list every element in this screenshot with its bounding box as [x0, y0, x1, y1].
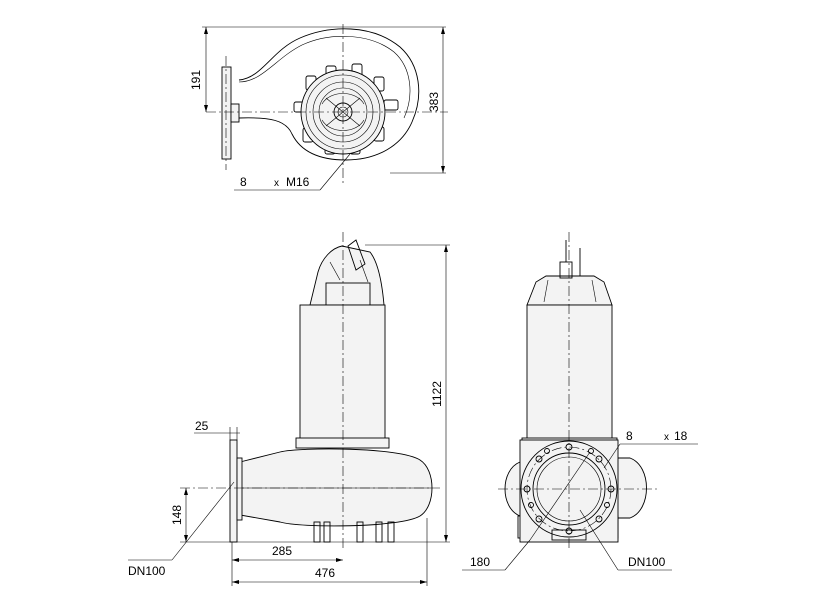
bolt-hole: [604, 502, 610, 508]
top-cable-guide: [321, 93, 365, 131]
front-housing-right: [611, 457, 647, 519]
front-cone-rib: [591, 279, 597, 303]
side-discharge-flange: [229, 439, 238, 543]
side-pump-housing: [239, 448, 433, 527]
foot: [387, 521, 395, 543]
foot: [375, 521, 383, 543]
hole-times-label: x: [664, 432, 669, 443]
side-cone-rib: [329, 261, 341, 281]
pcd-label: 180: [470, 555, 490, 569]
front-flange-label: DN100: [628, 555, 666, 569]
dim-476-label: 476: [315, 566, 335, 580]
side-cable-entry: [347, 239, 366, 271]
front-dn100-slant: [579, 509, 619, 571]
pcd-leader: [504, 539, 531, 571]
dim-285-label: 285: [272, 544, 292, 558]
bolt-hole: [535, 515, 543, 523]
front-view: 180 8 x 18 DN100: [462, 232, 698, 571]
bolt-thread-label: M16: [286, 175, 310, 189]
top-view: 191 383 8 x M16: [189, 24, 448, 191]
bolt-hole: [588, 448, 594, 454]
side-cone-rib: [359, 259, 369, 283]
side-view: 1122 25 148 285 476 DN100: [128, 232, 450, 586]
lug: [383, 99, 399, 111]
front-cone-rib: [543, 279, 549, 303]
side-discharge-neck: [236, 457, 243, 521]
top-flange-plate: [221, 66, 232, 160]
front-motor-housing: [526, 304, 613, 441]
hole-count-label: 8: [626, 429, 633, 443]
front-motor-cone: [526, 275, 613, 306]
side-flange-label: DN100: [128, 564, 166, 578]
bolt-hole: [535, 455, 543, 463]
bolt-count-label: 8: [240, 175, 247, 189]
bolt-hole: [528, 502, 534, 508]
dim-25-label: 25: [195, 419, 209, 433]
top-volute-inner: [238, 36, 411, 119]
top-flange-neck: [230, 103, 240, 123]
dim-148-label: 148: [170, 505, 184, 525]
side-seal-band: [295, 437, 390, 449]
pcd-diameter-line: [529, 451, 591, 541]
bolt-callout-slant: [319, 153, 351, 191]
dim-1122-label: 1122: [430, 381, 444, 407]
hole-callout-slant: [603, 443, 621, 469]
top-volute-outline: [238, 28, 420, 161]
side-motor-cone: [309, 245, 385, 306]
bolt-hole: [595, 515, 603, 523]
bolt-hole: [544, 448, 550, 454]
dim-191-label: 191: [189, 70, 203, 90]
hole-diameter-label: 18: [674, 429, 688, 443]
dim-383-label: 383: [427, 92, 441, 112]
side-motor-housing: [299, 304, 386, 441]
bolt-times-label: x: [274, 178, 279, 189]
side-dn100-slant: [171, 481, 235, 561]
bolt-hole: [595, 455, 603, 463]
